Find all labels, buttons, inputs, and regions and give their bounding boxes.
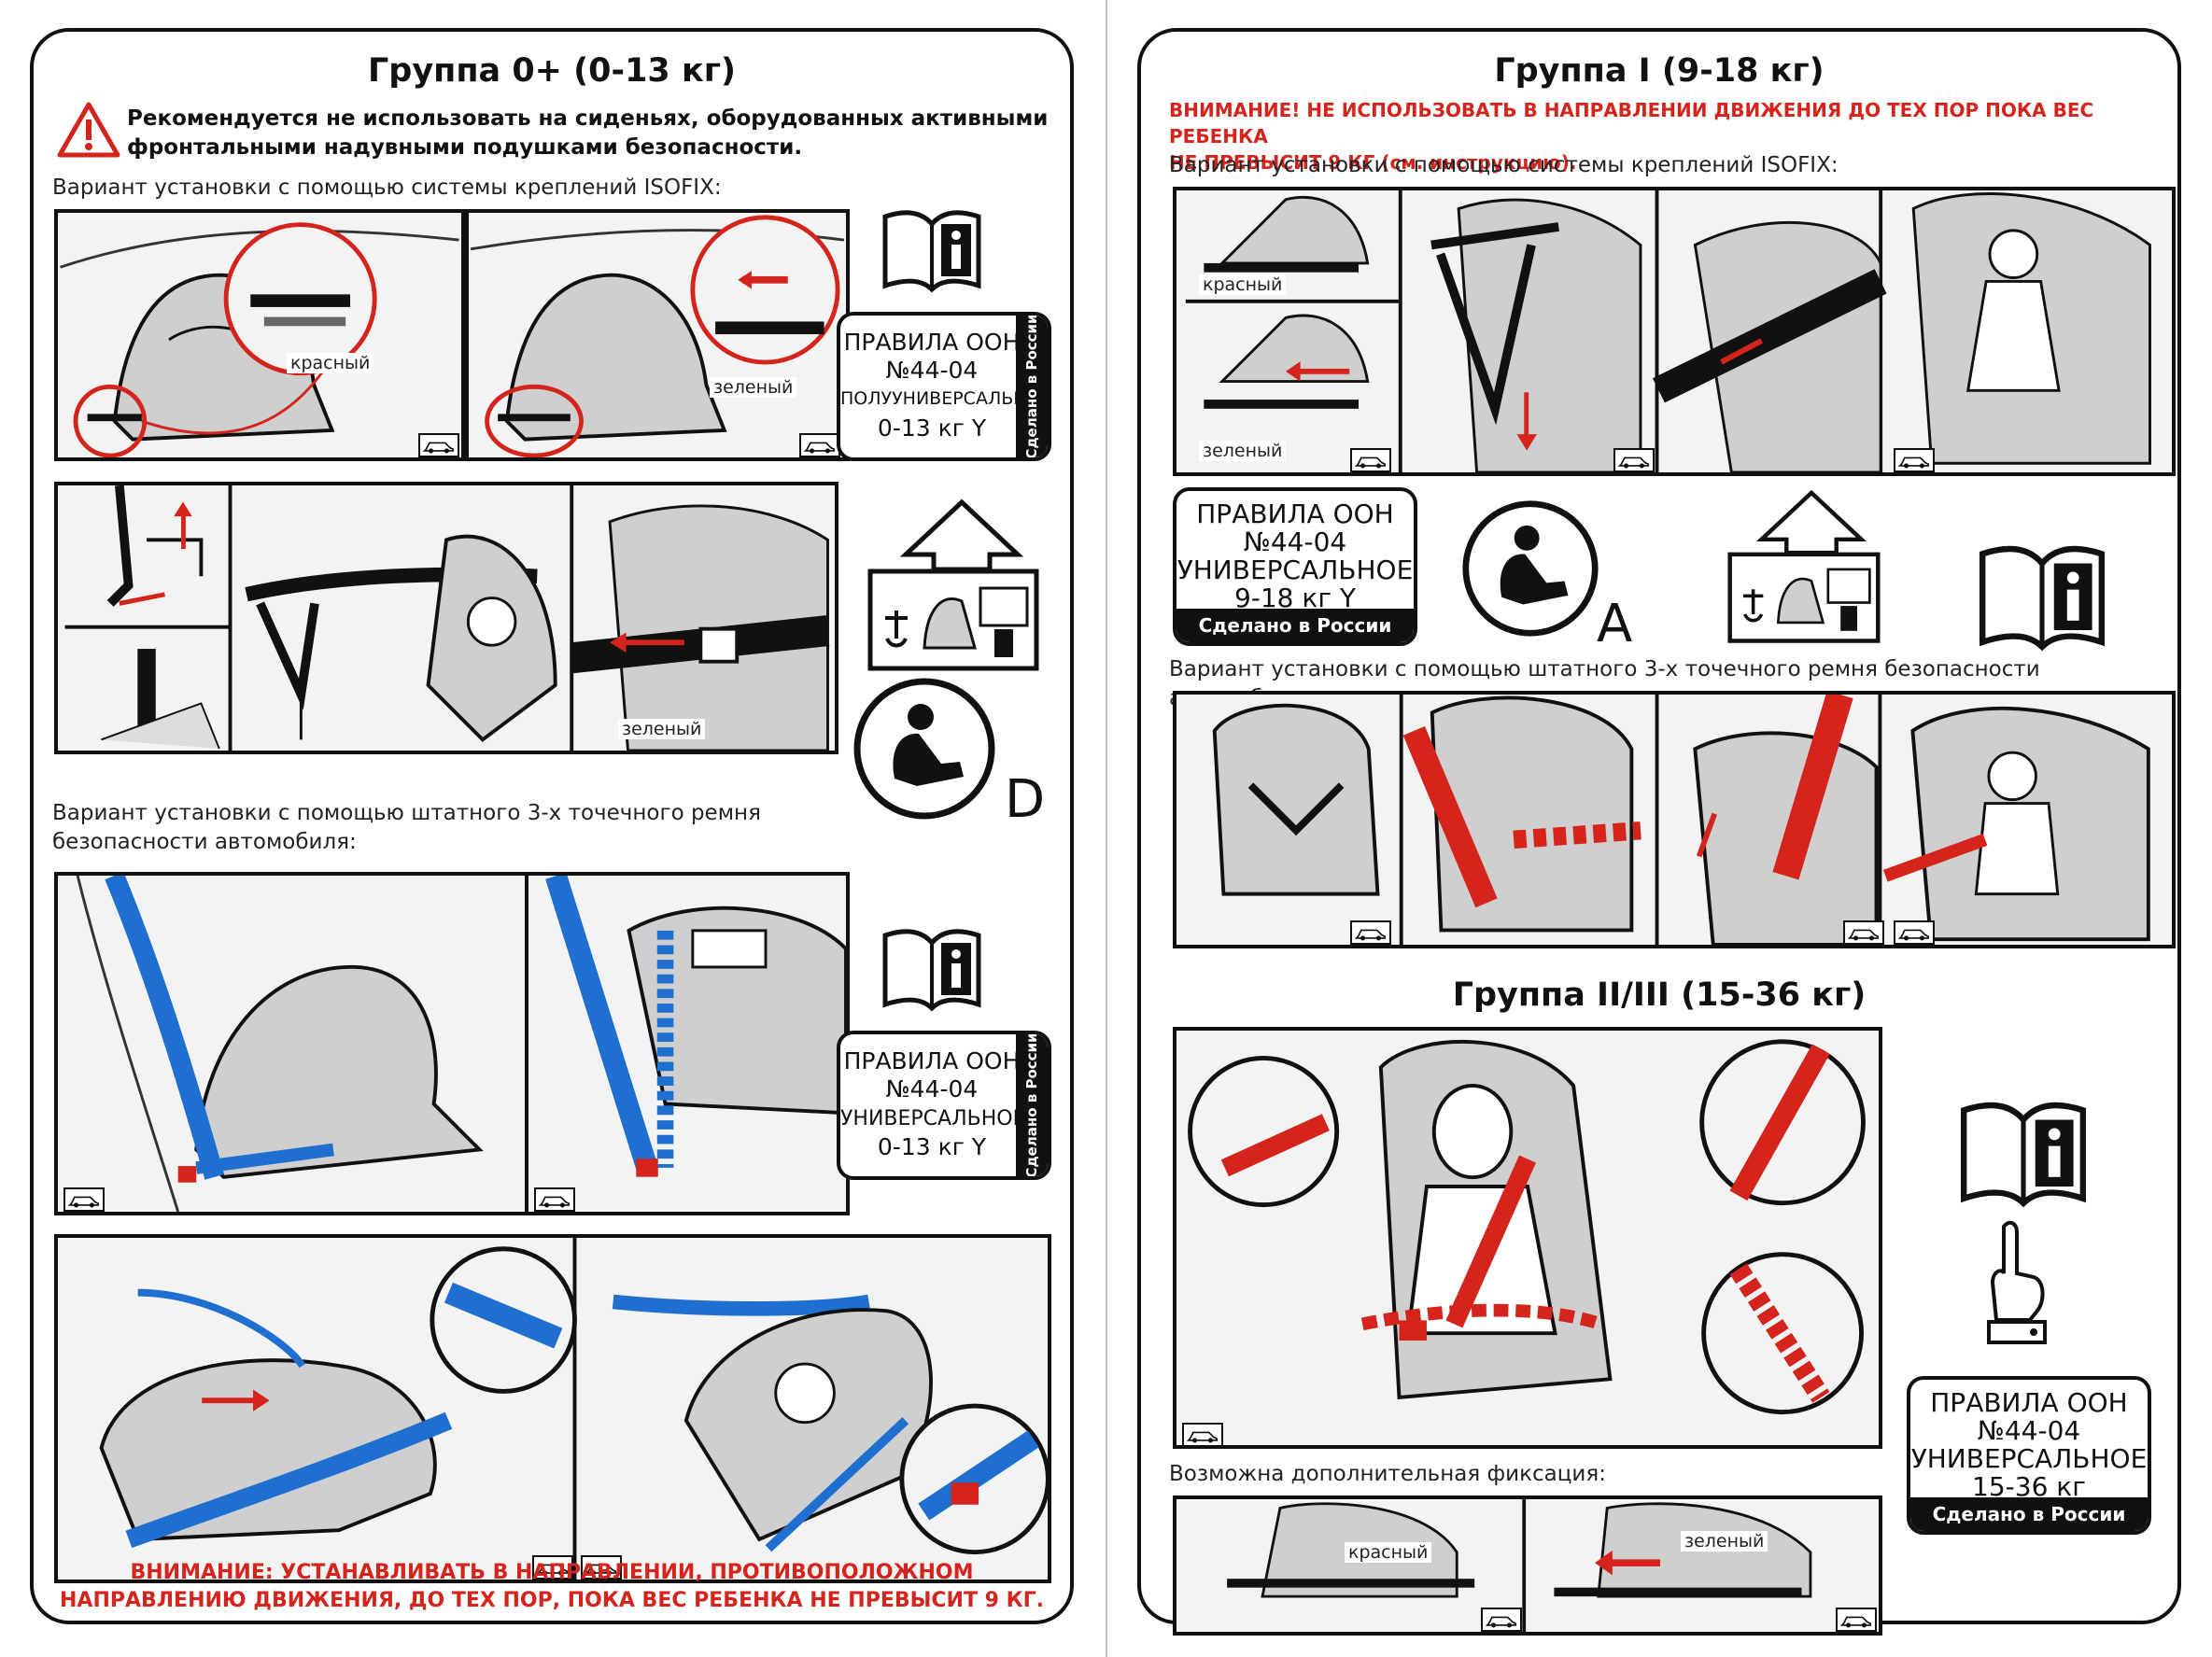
isofix-size-class-icon <box>852 676 997 821</box>
car-icon <box>799 433 840 457</box>
badge-line-3: ПОЛУУНИВЕРСАЛЬНОЕ <box>840 388 1051 409</box>
belt-install-side-view-illustration <box>54 872 528 1215</box>
badge-line-1: ПРАВИЛА ООН <box>1196 499 1394 529</box>
belt-caption-line-1: Вариант установки с помощью штатного 3-х… <box>52 801 761 825</box>
badge-line-2: №44-04 <box>1243 527 1347 557</box>
group-2-3-title: Группа II/III (15-36 кг) <box>1452 976 1867 1014</box>
badge-line-2: №44-04 <box>885 357 979 384</box>
group-1-title: Группа I (9-18 кг) <box>1494 52 1825 90</box>
instruction-book-icon <box>880 924 984 1012</box>
car-icon <box>63 1187 105 1212</box>
car-icon <box>1481 1608 1522 1632</box>
belt-caption-line-2: безопасности автомобиля: <box>52 830 357 854</box>
group-1-panel: Группа I (9-18 кг) ВНИМАНИЕ! НЕ ИСПОЛЬЗО… <box>1137 28 2181 1636</box>
isofix-size-class-icon <box>1460 499 1600 639</box>
belt-install-rear-view-illustration <box>525 872 850 1215</box>
warning-triangle-icon <box>56 101 121 159</box>
tether-illustration: зеленый <box>54 482 838 754</box>
size-class-letter: D <box>1005 769 1046 830</box>
badge-line-3: УНИВЕРСАЛЬНОЕ <box>1910 1443 2148 1474</box>
car-icon <box>1182 1423 1223 1445</box>
rear-facing-recline-illustration <box>54 1234 1051 1583</box>
isofix-anchor-instruction-icon <box>1720 482 1903 655</box>
instruction-book-icon <box>1953 1096 2093 1208</box>
car-icon <box>1894 448 1935 472</box>
size-class-letter: A <box>1597 594 1633 654</box>
isofix-caption: Вариант установки с помощью системы креп… <box>1169 153 1839 177</box>
car-icon <box>581 1555 622 1580</box>
car-icon <box>418 433 459 457</box>
isofix-forward-illustration: красный зеленый <box>1173 187 2176 476</box>
un-rule-badge-semi-universal: ПРАВИЛА ООН №44-04 ПОЛУУНИВЕРСАЛЬНОЕ 0-1… <box>837 312 1051 461</box>
booster-belt-illustration <box>1173 1027 1882 1449</box>
made-in-russia-label: Сделано в России <box>1176 609 1414 642</box>
airbag-warning: Рекомендуется не использовать на сиденья… <box>127 105 1061 162</box>
extra-label-green: зеленый <box>1681 1531 1768 1552</box>
isofix-label-green: зеленый <box>1199 441 1287 461</box>
belt-caption: Вариант установки с помощью штатного 3-х… <box>52 799 761 857</box>
car-icon <box>532 1555 573 1580</box>
tether-label-green: зеленый <box>618 719 706 739</box>
badge-line-1: ПРАВИЛА ООН <box>1930 1387 2128 1418</box>
airbag-warning-line-2: фронтальными надувными подушками безопас… <box>127 135 803 160</box>
badge-line-1: ПРАВИЛА ООН <box>843 1047 1021 1074</box>
un-rule-badge-group-2-3: ПРАВИЛА ООН №44-04 УНИВЕРСАЛЬНОЕ 15-36 к… <box>1907 1376 2151 1535</box>
made-in-russia-label: Сделано в России <box>1023 314 1040 459</box>
car-icon <box>1350 920 1391 945</box>
badge-line-3: УНИВЕРСАЛЬНОЕ <box>1176 555 1414 585</box>
extra-fixation-caption: Возможна дополнительная фиксация: <box>1169 1462 1606 1486</box>
car-icon <box>1843 920 1884 945</box>
isofix-step-2-illustration: зеленый <box>465 209 850 461</box>
badge-line-4: 15-36 кг <box>1972 1471 2086 1502</box>
car-icon <box>534 1187 575 1212</box>
isofix-label-red: красный <box>287 353 374 373</box>
car-icon <box>1350 448 1391 472</box>
instruction-book-icon <box>880 205 984 293</box>
badge-line-4: 9-18 кг Y <box>1233 583 1357 613</box>
airbag-warning-line-1: Рекомендуется не использовать на сиденья… <box>127 106 1049 131</box>
forward-facing-warning: ВНИМАНИЕ! НЕ ИСПОЛЬЗОВАТЬ В НАПРАВЛЕНИИ … <box>1169 97 2168 176</box>
group-0-title: Группа 0+ (0-13 кг) <box>367 52 736 90</box>
isofix-step-1-illustration: красный <box>54 209 465 461</box>
rear-facing-warning-line-1: ВНИМАНИЕ: УСТАНАВЛИВАТЬ В НАПРАВЛЕНИИ, П… <box>130 1561 974 1584</box>
badge-line-4: 0-13 кг Y <box>877 1133 987 1160</box>
badge-line-4: 0-13 кг Y <box>877 414 987 442</box>
badge-line-3: УНИВЕРСАЛЬНОЕ <box>840 1107 1026 1130</box>
car-icon <box>1836 1608 1877 1632</box>
isofix-label-green: зеленый <box>710 377 797 398</box>
made-in-russia-label: Сделано в России <box>1023 1032 1040 1178</box>
isofix-anchor-instruction-icon <box>859 499 1064 676</box>
un-rule-badge-group-1: ПРАВИЛА ООН №44-04 УНИВЕРСАЛЬНОЕ 9-18 кг… <box>1173 487 1417 646</box>
group-0-panel: Группа 0+ (0-13 кг) Рекомендуется не исп… <box>30 28 1074 1624</box>
badge-line-1: ПРАВИЛА ООН <box>843 329 1021 356</box>
badge-side-strip: Сделано в России <box>1016 316 1048 457</box>
rear-facing-warning: ВНИМАНИЕ: УСТАНАВЛИВАТЬ В НАПРАВЛЕНИИ, П… <box>34 1559 1070 1615</box>
car-icon <box>1894 920 1935 945</box>
car-icon <box>1613 448 1655 472</box>
isofix-label-red: красный <box>1199 274 1287 295</box>
badge-side-strip: Сделано в России <box>1016 1034 1048 1176</box>
instruction-book-icon <box>1972 540 2112 652</box>
un-rule-badge-universal: ПРАВИЛА ООН №44-04 УНИВЕРСАЛЬНОЕ 0-13 кг… <box>837 1031 1051 1180</box>
belt-forward-illustration <box>1173 691 2176 948</box>
isofix-caption: Вариант установки с помощью системы креп… <box>52 176 722 200</box>
badge-line-2: №44-04 <box>885 1075 979 1102</box>
pointing-hand-icon <box>1978 1217 2052 1348</box>
made-in-russia-label: Сделано в России <box>1910 1497 2148 1531</box>
extra-label-red: красный <box>1345 1542 1432 1563</box>
forward-facing-warning-line-1: ВНИМАНИЕ! НЕ ИСПОЛЬЗОВАТЬ В НАПРАВЛЕНИИ … <box>1169 99 2094 147</box>
badge-line-2: №44-04 <box>1977 1415 2081 1446</box>
forward-facing-warning-line-2: НЕ ПРЕВЫСИТ 9 КГ (см. инструкцию). <box>1169 151 1577 174</box>
extra-fixation-illustration: красный зеленый <box>1173 1496 1882 1636</box>
page-divider <box>1106 0 1107 1657</box>
rear-facing-warning-line-2: НАПРАВЛЕНИЮ ДВИЖЕНИЯ, ДО ТЕХ ПОР, ПОКА В… <box>60 1589 1044 1612</box>
